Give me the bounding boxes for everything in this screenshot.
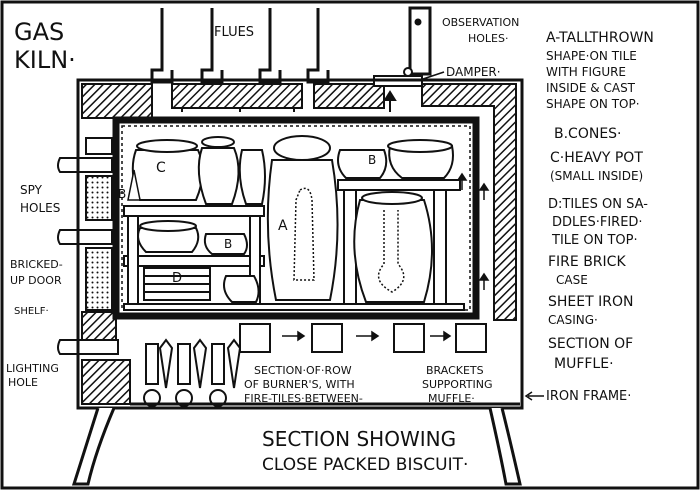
- marker-d: D: [172, 271, 182, 286]
- caption-line-2: CLOSE PACKED BISCUIT·: [262, 455, 468, 475]
- section-of-row-label-3: FIRE-TILES·BETWEEN-: [244, 392, 363, 405]
- marker-b-top: B: [368, 153, 376, 167]
- brackets-label-1: BRACKETS: [426, 364, 484, 377]
- burner-flow-arrows: [282, 330, 452, 342]
- brackets-label-2: SUPPORTING: [422, 378, 493, 391]
- section-of-muffle-label-2: MUFFLE·: [554, 356, 614, 372]
- spy-hole-plugs: [57, 157, 119, 355]
- title-line-2: KILN·: [14, 46, 76, 74]
- marker-c: C: [156, 160, 166, 176]
- legend-c-2: (SMALL INSIDE): [550, 169, 643, 183]
- shelf-label: SHELF·: [14, 306, 49, 317]
- legend-c-1: C·HEAVY POT: [550, 150, 643, 166]
- spy-holes-label-1: SPY: [20, 183, 43, 197]
- burners: [143, 338, 242, 407]
- observation-holes-label-1: OBSERVATION: [442, 16, 519, 29]
- lighting-hole-label-2: HOLE: [8, 376, 38, 389]
- bricked-up-door-label-2: UP DOOR: [10, 274, 62, 287]
- iron-frame-pointer: [524, 391, 544, 401]
- muffle-inner-line: [121, 125, 471, 311]
- section-of-muffle-label-1: SECTION OF: [548, 336, 633, 352]
- caption-line-1: SECTION SHOWING: [262, 427, 456, 451]
- flues-label: FLUES: [214, 25, 254, 40]
- fire-brick-top: [81, 83, 517, 321]
- legend-d-1: D:TILES ON SA-: [548, 197, 648, 212]
- damper-label: DAMPER·: [446, 65, 501, 79]
- marker-b-mid: B: [224, 237, 232, 251]
- pots: [131, 135, 454, 303]
- flues: [150, 6, 432, 84]
- marker-b-left: B: [118, 187, 126, 201]
- cones: [127, 169, 141, 201]
- shelves: [123, 179, 465, 311]
- lighting-hole-label-1: LIGHTING: [6, 362, 59, 375]
- legend-fire-brick-1: FIRE BRICK: [548, 254, 626, 270]
- legend-sheet-iron-2: CASING·: [548, 313, 598, 327]
- title-line-1: GAS: [14, 18, 64, 46]
- burner-chamber: [239, 323, 487, 353]
- legend-a-4: INSIDE & CAST: [546, 81, 636, 95]
- legend-sheet-iron-1: SHEET IRON: [548, 294, 633, 310]
- observation-holes-label-2: HOLES·: [468, 32, 509, 45]
- legend-a-1: A-TALLTHROWN: [546, 30, 654, 46]
- section-of-row-label-2: OF BURNER'S, WITH: [244, 378, 355, 391]
- legend-d-2: DDLES·FIRED·: [552, 215, 643, 230]
- legend-d-3: TILE ON TOP·: [551, 233, 638, 248]
- legend: A-TALLTHROWN SHAPE·ON TILE WITH FIGURE I…: [546, 30, 654, 372]
- iron-frame-label: IRON FRAME·: [546, 389, 631, 404]
- figure-inside-pot: [293, 187, 405, 293]
- bricked-up-door-label-1: BRICKED-: [10, 258, 63, 271]
- legend-b-1: B.CONES·: [554, 126, 622, 142]
- spy-holes-label-2: HOLES: [20, 201, 60, 215]
- legend-a-2: SHAPE·ON TILE: [546, 49, 637, 63]
- section-of-row-label-1: SECTION·OF·ROW: [254, 364, 352, 377]
- legend-fire-brick-2: CASE: [556, 273, 588, 287]
- brackets-label-3: MUFFLE·: [428, 392, 475, 405]
- side-flow-arrows: [456, 172, 490, 290]
- sheet-iron-casing: [76, 78, 524, 410]
- damper: [373, 67, 423, 87]
- marker-a: A: [278, 218, 288, 234]
- legend-a-3: WITH FIGURE: [546, 65, 626, 79]
- iron-frame-legs: [71, 407, 522, 486]
- legend-a-5: SHAPE ON TOP·: [546, 97, 640, 111]
